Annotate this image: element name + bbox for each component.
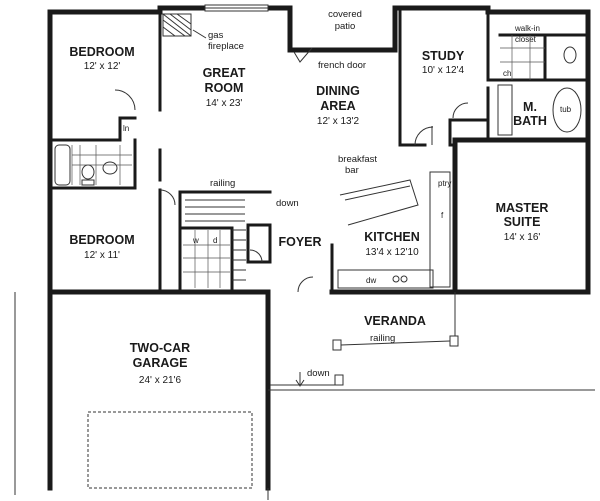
veranda-label: VERANDA xyxy=(364,314,426,328)
gas-label: gas xyxy=(208,30,224,41)
railing-bottom-label: railing xyxy=(370,333,395,344)
master-suite-label-2: SUITE xyxy=(504,215,541,229)
dining-label-2: AREA xyxy=(320,99,355,113)
doors xyxy=(114,89,469,293)
dishwasher-label: dw xyxy=(366,276,376,285)
master-suite-label-1: MASTER xyxy=(496,201,549,215)
garage-label-2: GARAGE xyxy=(133,356,188,370)
fireplace-label: fireplace xyxy=(208,41,244,52)
railing-top-label: railing xyxy=(210,178,235,189)
ch-label: ch xyxy=(503,69,511,78)
pantry-label: ptry xyxy=(438,179,451,188)
covered-label: covered xyxy=(328,9,362,20)
m-bath-label-1: M. xyxy=(523,100,537,114)
garage-label-1: TWO-CAR xyxy=(130,341,190,355)
bedroom-1-dims: 12' x 12' xyxy=(84,61,121,72)
down-bottom-label: down xyxy=(307,368,330,379)
master-suite-dims: 14' x 16' xyxy=(504,232,541,243)
bedroom-2-label: BEDROOM xyxy=(69,233,134,247)
annotations: gas fireplace covered patio french door … xyxy=(123,9,572,379)
great-room-label-1: GREAT xyxy=(203,66,246,80)
fixtures xyxy=(14,4,595,500)
kitchen-label: KITCHEN xyxy=(364,230,420,244)
kitchen-dims: 13'4 x 12'10 xyxy=(365,247,419,258)
study-label: STUDY xyxy=(422,49,465,63)
linen-label: ln xyxy=(123,124,129,133)
walk-in-label: walk-in xyxy=(514,24,540,33)
garage-dims: 24' x 21'6 xyxy=(139,375,182,386)
bar-label: bar xyxy=(345,165,359,176)
foyer-label: FOYER xyxy=(278,235,321,249)
washer-label: w xyxy=(192,236,199,245)
great-room-label-2: ROOM xyxy=(205,81,244,95)
tub-label: tub xyxy=(560,105,572,114)
down-top-label: down xyxy=(276,198,299,209)
fridge-label: f xyxy=(441,211,444,220)
bedroom-1-label: BEDROOM xyxy=(69,45,134,59)
breakfast-label: breakfast xyxy=(338,154,377,165)
great-room-dims: 14' x 23' xyxy=(206,98,243,109)
closet-label: closet xyxy=(515,35,537,44)
dining-dims: 12' x 13'2 xyxy=(317,116,360,127)
study-dims: 10' x 12'4 xyxy=(422,65,465,76)
dining-label-1: DINING xyxy=(316,84,360,98)
dryer-label: d xyxy=(213,236,217,245)
m-bath-label-2: BATH xyxy=(513,114,547,128)
bedroom-2-dims: 12' x 11' xyxy=(84,250,120,261)
french-door-label: french door xyxy=(318,60,366,71)
patio-label: patio xyxy=(335,21,356,32)
room-labels: BEDROOM 12' x 12' GREAT ROOM 14' x 23' D… xyxy=(69,45,548,386)
